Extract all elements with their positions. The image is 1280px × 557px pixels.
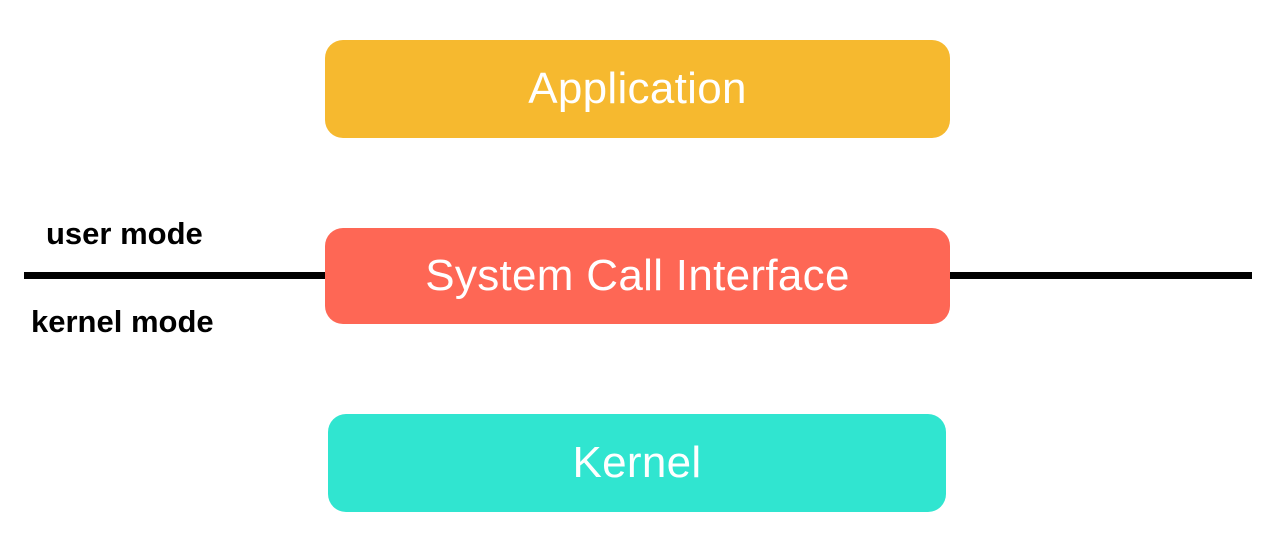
user-mode-label: user mode [46,216,203,251]
application-label: Application [528,64,747,113]
kernel-label: Kernel [572,438,702,487]
system-call-interface-block: System Call Interface [325,228,950,324]
application-block: Application [325,40,950,138]
kernel-mode-label: kernel mode [31,304,214,339]
mode-boundary-line-right [949,272,1252,279]
kernel-block: Kernel [328,414,946,512]
system-call-interface-label: System Call Interface [425,251,850,300]
mode-boundary-line-left [24,272,326,279]
